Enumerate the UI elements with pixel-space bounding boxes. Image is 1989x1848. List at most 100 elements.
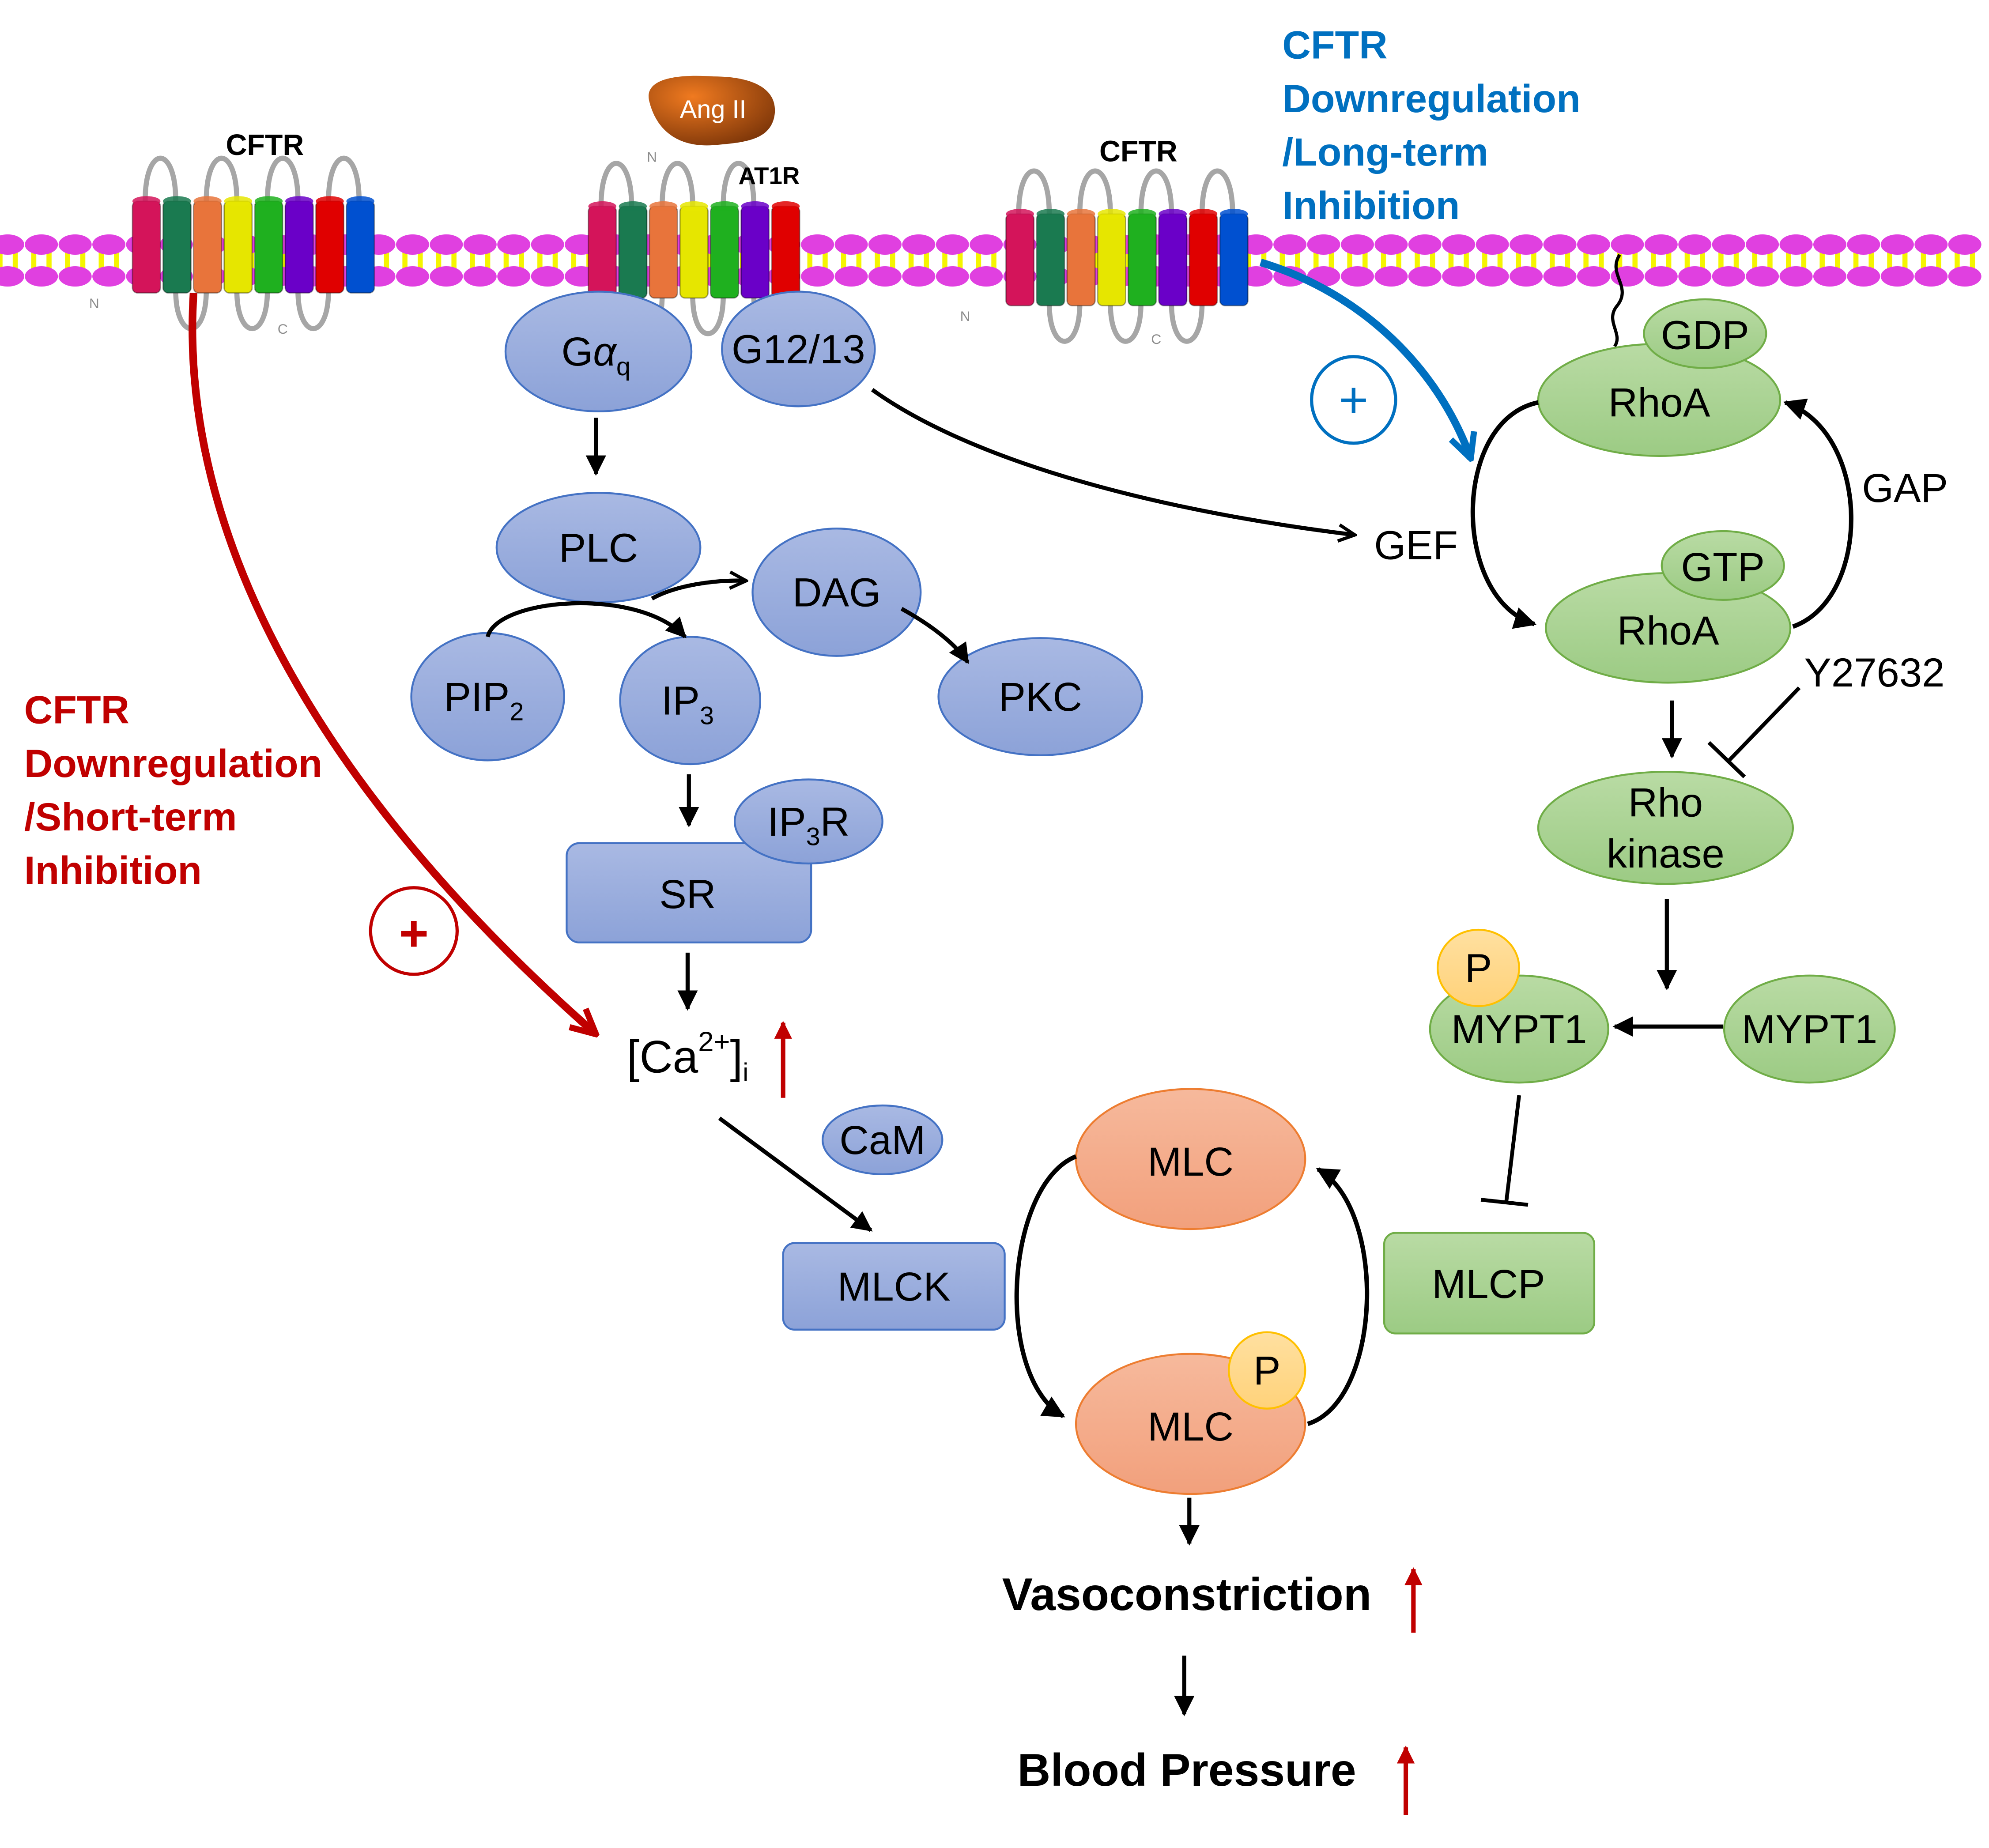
lipid-unit [936,234,969,287]
short-term-plus-sign: + [399,905,429,962]
long-term-plus-icon: + [1310,355,1397,445]
mlck-label: MLCK [837,1263,950,1309]
mlcp-node[interactable]: MLCP [1383,1232,1596,1335]
vasoconstriction-label: Vasoconstriction [1002,1569,1371,1620]
lipid-unit [1476,234,1509,287]
cftr-long-term-effect-arrow [1259,259,1471,458]
intracellular-loop [1169,303,1205,344]
mypt1-phosphate-badge [1437,928,1520,1007]
ip3r-node[interactable]: IP3R [733,778,883,865]
long-term-line-1: CFTR [1282,23,1387,67]
ang-ii-label: Ang II [680,95,747,124]
pip2-node[interactable]: PIP2 [410,632,565,762]
long-term-line-2: Downregulation [1282,76,1580,121]
intracellular-loop [295,290,331,331]
mypt1-node[interactable]: MYPT1 [1723,974,1896,1084]
extracellular-loop [721,161,757,207]
extracellular-loop [1016,168,1052,214]
mypt1-ellipse [1723,974,1896,1084]
blood-pressure-label: Blood Pressure [1017,1745,1356,1796]
dag-label: DAG [793,569,881,615]
g12-13-node[interactable]: G12/13 [721,290,876,407]
ip3-label: IP3 [661,678,714,730]
lipid-unit [0,234,24,287]
plc-node[interactable]: PLC [495,492,702,603]
lipid-unit [1510,234,1543,287]
mlcp-rect [1383,1232,1596,1335]
arrow-dag-to-pkc [900,607,970,664]
transmembrane-helix [192,200,223,294]
pkc-node[interactable]: PKC [937,637,1144,756]
lipid-unit [1880,234,1914,287]
short-term-line-3: /Short-term [24,795,237,839]
gtp-ellipse [1661,530,1785,601]
mlck-node[interactable]: MLCK [782,1242,1006,1331]
lipid-unit [1712,234,1745,287]
lipid-unit [58,234,92,287]
rhoa-gtp-node[interactable]: RhoA GTP [1545,530,1792,684]
lipid-unit [531,234,564,287]
ang-ii-ligand[interactable]: Ang II [649,75,775,146]
mlc-bottom-label: MLC [1147,1403,1234,1449]
mlc-top-node[interactable]: MLC [1075,1088,1306,1230]
arrow-gap-inactivation [1783,399,1853,629]
transmembrane-helix [132,200,161,294]
transmembrane-helix [162,200,192,294]
rhoa-gdp-node[interactable]: RhoA GDP [1537,298,1781,457]
g12-13-label: G12/13 [732,326,865,372]
intracellular-loop [690,295,726,336]
lipid-unit [1746,234,1779,287]
lipid-unit [497,234,531,287]
arrow-mlc-phosphorylation [1014,1154,1077,1418]
cftr-channel-left[interactable]: NC [89,155,375,337]
extracellular-loop [264,155,301,201]
transmembrane-helix [679,205,709,299]
cam-label: CaM [839,1117,925,1163]
transmembrane-helix [315,200,345,294]
long-term-annotation: CFTR Downregulation /Long-term Inhibitio… [1282,23,1580,228]
intracellular-loop [1046,303,1083,344]
mypt1-phosphate-label: P [1465,945,1492,991]
lipid-unit [1678,234,1712,287]
lipid-unit [463,234,497,287]
galpha-q-node[interactable]: Gαq [504,290,693,412]
short-term-line-4: Inhibition [24,848,202,892]
mypt1-phosphorylated-node[interactable]: MYPT1 P [1429,928,1609,1084]
lipid-unit [1813,234,1846,287]
lipid-unit [1847,234,1880,287]
y27632-inhibition-line [1726,686,1801,763]
ip3-node[interactable]: IP3 [619,636,761,766]
lipid-unit [1340,234,1374,287]
extracellular-loop [1138,168,1174,214]
ip3r-ellipse [733,778,883,865]
rho-kinase-label-line1: Rho [1628,779,1703,825]
transmembrane-helix [649,205,678,299]
lipid-unit [834,234,868,287]
cftr-right-label: CFTR [1099,135,1178,168]
intracellular-loop [1108,303,1144,344]
n-terminus-label: N [647,149,657,165]
mlc-phosphorylated-node[interactable]: MLC P [1075,1331,1306,1495]
short-term-line-1: CFTR [24,688,129,732]
short-term-line-2: Downregulation [24,741,322,785]
rhoa-gtp-label: RhoA [1617,607,1719,653]
lipid-unit [1374,234,1408,287]
rho-kinase-label-line2: kinase [1607,830,1725,876]
mlck-rect [782,1242,1006,1331]
sr-label: SR [659,871,716,917]
cftr-channel-right[interactable]: NC [960,168,1249,347]
long-term-plus-circle [1310,355,1397,445]
lipid-unit [970,234,1003,287]
extracellular-loop [326,155,362,201]
transmembrane-helix [1127,213,1157,306]
dag-ellipse [751,528,922,657]
lipid-unit [868,234,902,287]
sr-node[interactable]: SR [566,842,812,943]
dag-node[interactable]: DAG [751,528,922,657]
cam-node[interactable]: CaM [821,1104,944,1176]
lipid-unit [1779,234,1813,287]
transmembrane-helix [1005,213,1035,306]
lipid-unit [430,234,463,287]
rho-kinase-node[interactable]: Rho kinase [1537,771,1794,885]
